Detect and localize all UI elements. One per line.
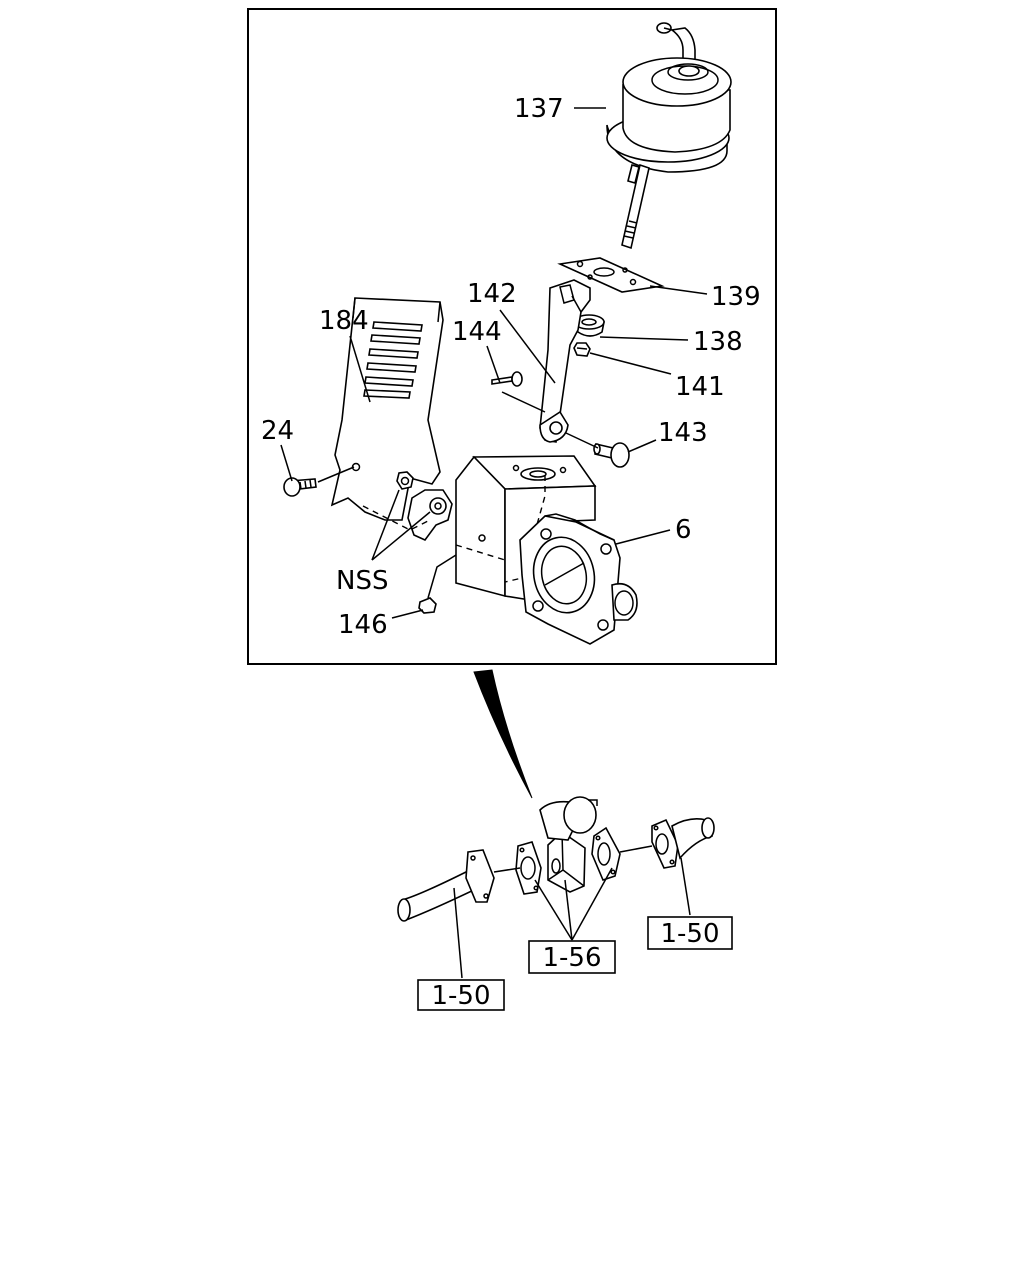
ref-box-right[interactable]: 1-50: [647, 916, 733, 950]
leader-lines: [280, 107, 708, 619]
ref-left-label: 1-50: [431, 981, 490, 1011]
callout-184: 184: [319, 306, 369, 336]
callout-nss: NSS: [336, 566, 388, 596]
ref-box-center[interactable]: 1-56: [528, 940, 616, 974]
ref-center-label: 1-56: [542, 943, 601, 973]
bolt-part: [283, 477, 317, 497]
gasket-plate-part: [557, 257, 665, 293]
callout-143: 143: [658, 418, 708, 448]
callout-141: 141: [675, 372, 725, 402]
small-nut-part: [573, 342, 591, 357]
shoulder-bolt-part: [593, 442, 630, 468]
callout-6: 6: [675, 515, 692, 545]
callout-146: 146: [338, 610, 388, 640]
nss-parts: [396, 471, 453, 541]
callout-139: 139: [711, 282, 761, 312]
callout-144: 144: [452, 317, 502, 347]
overview-assembly: [397, 796, 715, 979]
throttle-body-part: [455, 455, 638, 645]
ref-box-left[interactable]: 1-50: [417, 979, 505, 1011]
clip-part: [418, 597, 437, 614]
detail-pointer-wedge: [473, 669, 533, 799]
callout-labels: 137 139 142 144 138 184 141 24 143 6 NSS…: [261, 94, 761, 640]
callout-137: 137: [514, 94, 564, 124]
callout-142: 142: [467, 279, 517, 309]
pin-part: [491, 371, 523, 387]
callout-24: 24: [261, 416, 294, 446]
cover-plate-part: [330, 297, 444, 521]
ref-right-label: 1-50: [660, 919, 719, 949]
callout-138: 138: [693, 327, 743, 357]
detail-frame: [247, 8, 777, 665]
lever-bracket-part: [539, 279, 591, 443]
actuator-part: [606, 22, 732, 250]
